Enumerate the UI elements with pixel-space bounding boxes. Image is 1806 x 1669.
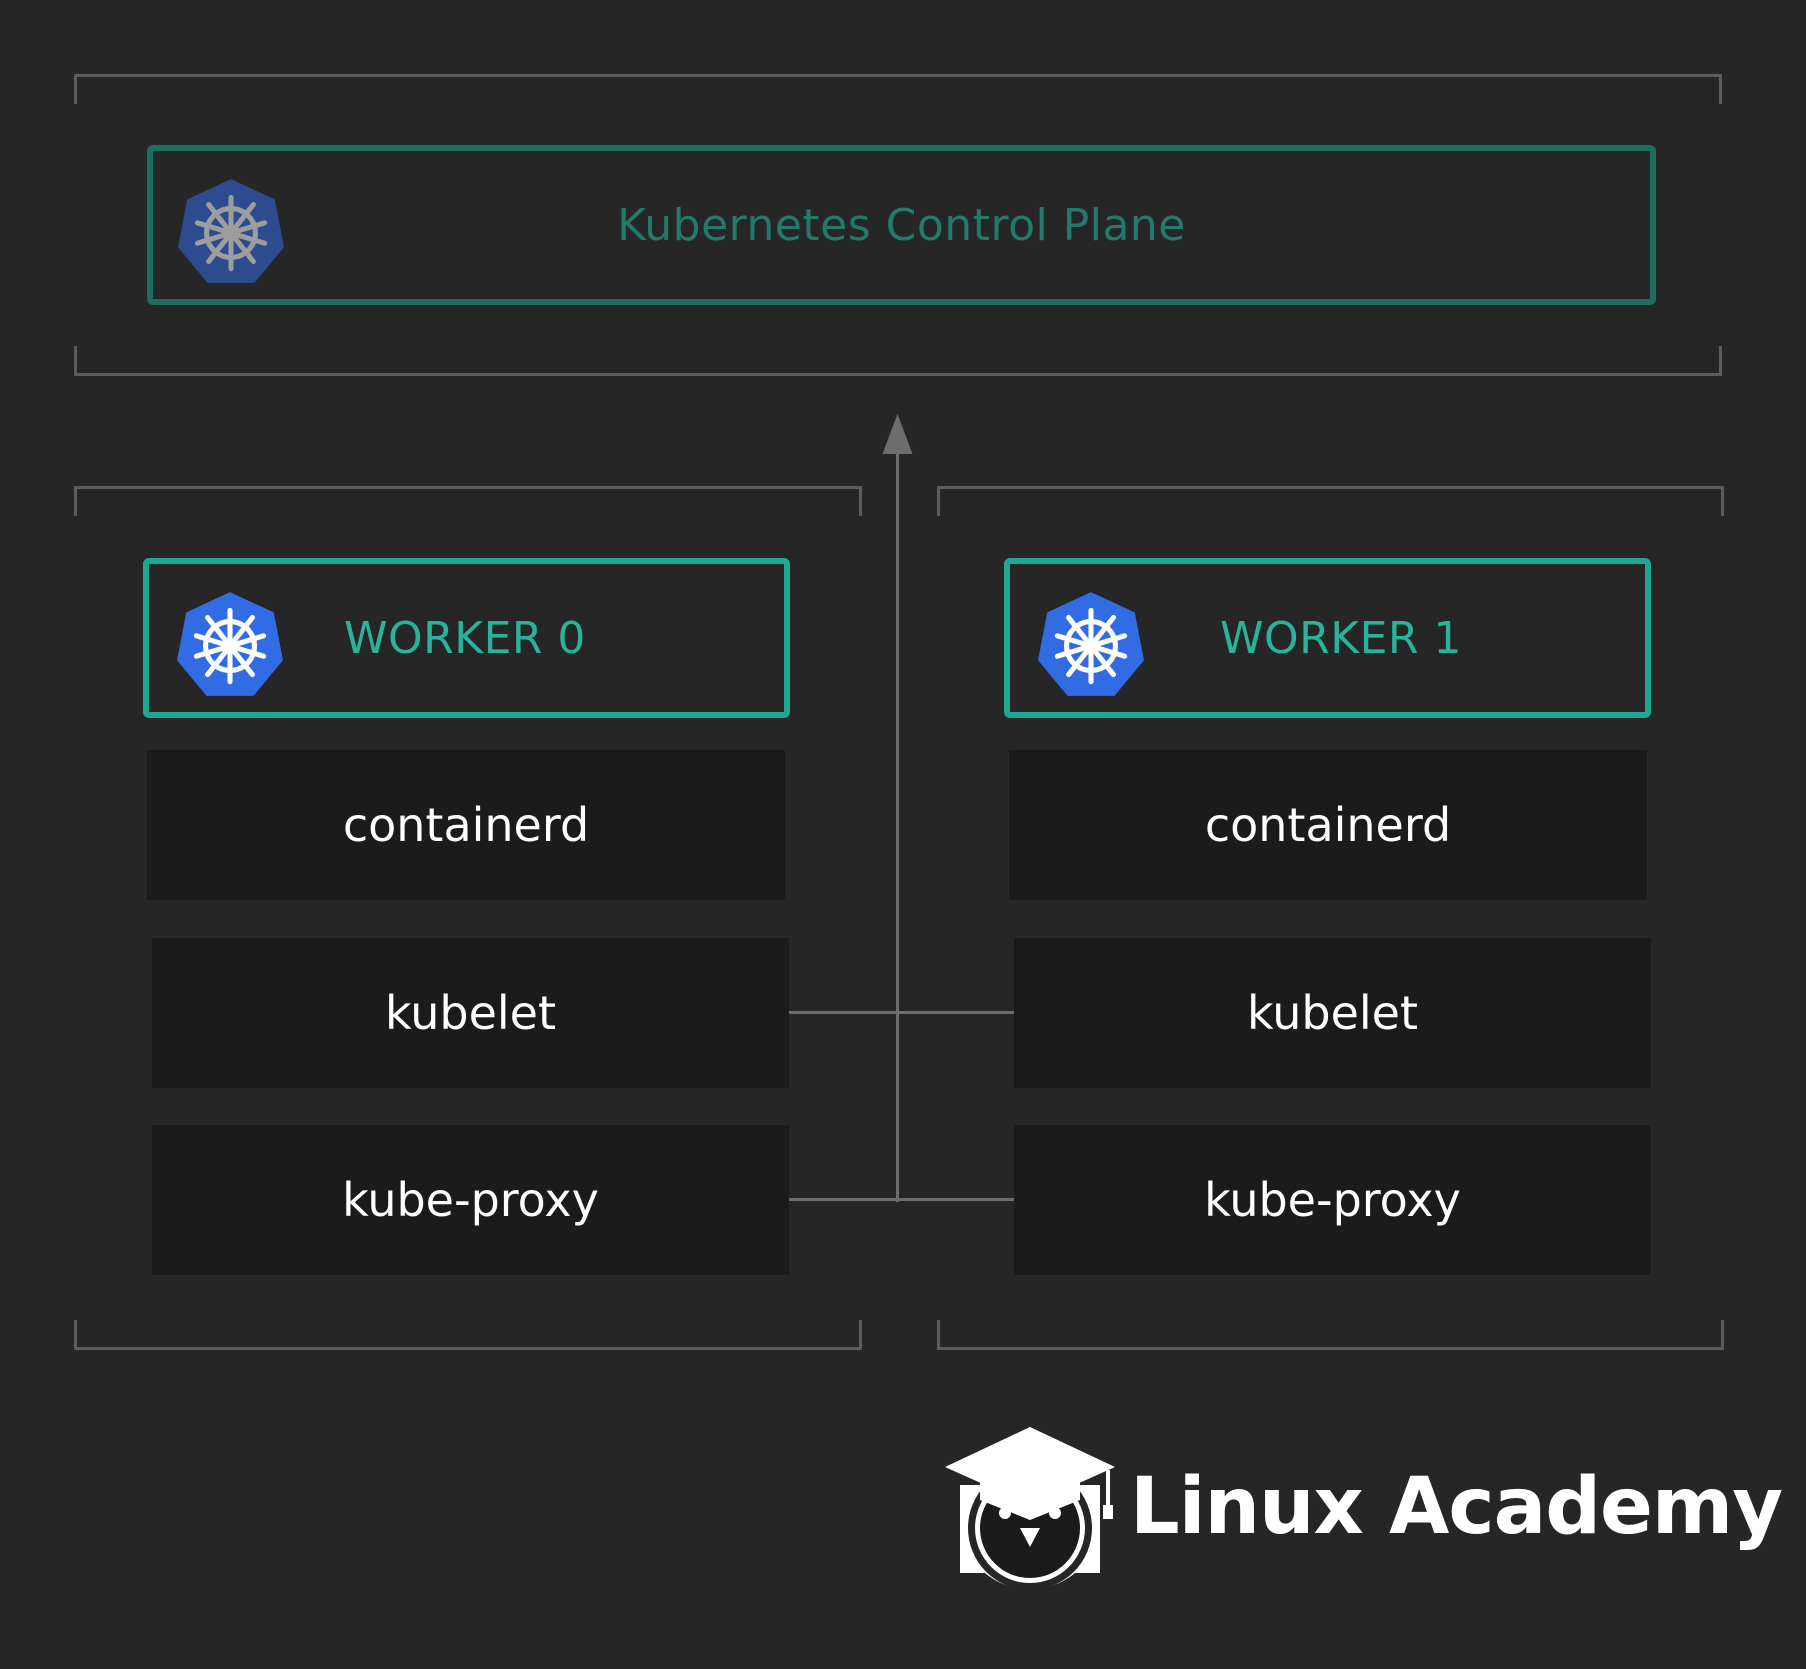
worker-1-kube-proxy: kube-proxy [1014,1125,1651,1275]
worker-0-kubelet: kubelet [152,938,789,1088]
kubernetes-helm-icon [177,592,283,696]
logo-text: Linux Academy [1130,1462,1783,1552]
worker-1-box: WORKER 1 [1004,558,1651,718]
connector-kubelet-line [789,1011,1014,1014]
worker-0-kube-proxy: kube-proxy [152,1125,789,1275]
worker-0-box: WORKER 0 [143,558,790,718]
worker-0-title: WORKER 0 [344,612,586,664]
worker-1-title: WORKER 1 [1220,612,1462,664]
worker-0-containerd: containerd [147,750,785,900]
worker-1-bracket-bottom [937,1320,1724,1350]
kubernetes-helm-icon [178,179,284,283]
arrow-up-icon [882,414,913,454]
owl-graduation-cap-icon [945,1427,1115,1590]
worker-0-bracket-bottom [74,1320,862,1350]
control-plane-bracket-bottom [74,346,1722,376]
control-plane-box: Kubernetes Control Plane [147,145,1656,305]
worker-0-bracket-top [74,486,862,516]
worker-1-kubelet: kubelet [1014,938,1651,1088]
kubernetes-helm-icon [1038,592,1144,696]
control-plane-bracket-top [74,74,1722,104]
connector-kube-proxy-line [789,1198,1014,1201]
worker-1-bracket-top [937,486,1724,516]
control-plane-title: Kubernetes Control Plane [617,199,1186,251]
worker-1-containerd: containerd [1009,750,1647,900]
connector-vertical-line [896,448,899,1202]
